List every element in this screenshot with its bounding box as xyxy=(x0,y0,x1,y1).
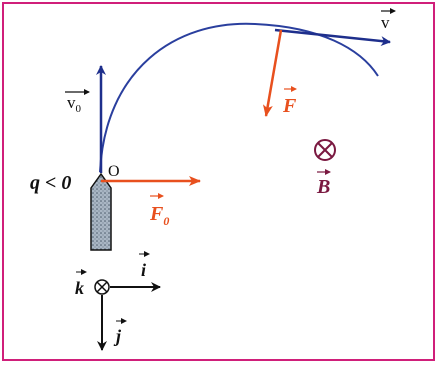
charge-label: q < 0 xyxy=(30,172,71,194)
initial-velocity-label: v0 xyxy=(67,93,82,115)
force-arrow xyxy=(262,29,283,117)
origin-label: O xyxy=(108,163,120,180)
trajectory-arc xyxy=(99,22,379,173)
field-label: B xyxy=(316,176,330,198)
initial-force-label: F0 xyxy=(149,203,169,228)
axis-j-label: j xyxy=(113,326,122,346)
velocity-arrow xyxy=(274,28,391,47)
circled-cross-icon xyxy=(314,139,336,161)
force-label: F xyxy=(282,95,297,117)
diagram-frame xyxy=(2,2,435,361)
axis-i-label: i xyxy=(141,260,146,280)
axis-k-label: k xyxy=(75,278,84,298)
circled-cross-icon xyxy=(94,279,110,295)
velocity-label: v xyxy=(381,13,390,32)
charged-particle xyxy=(90,172,112,251)
